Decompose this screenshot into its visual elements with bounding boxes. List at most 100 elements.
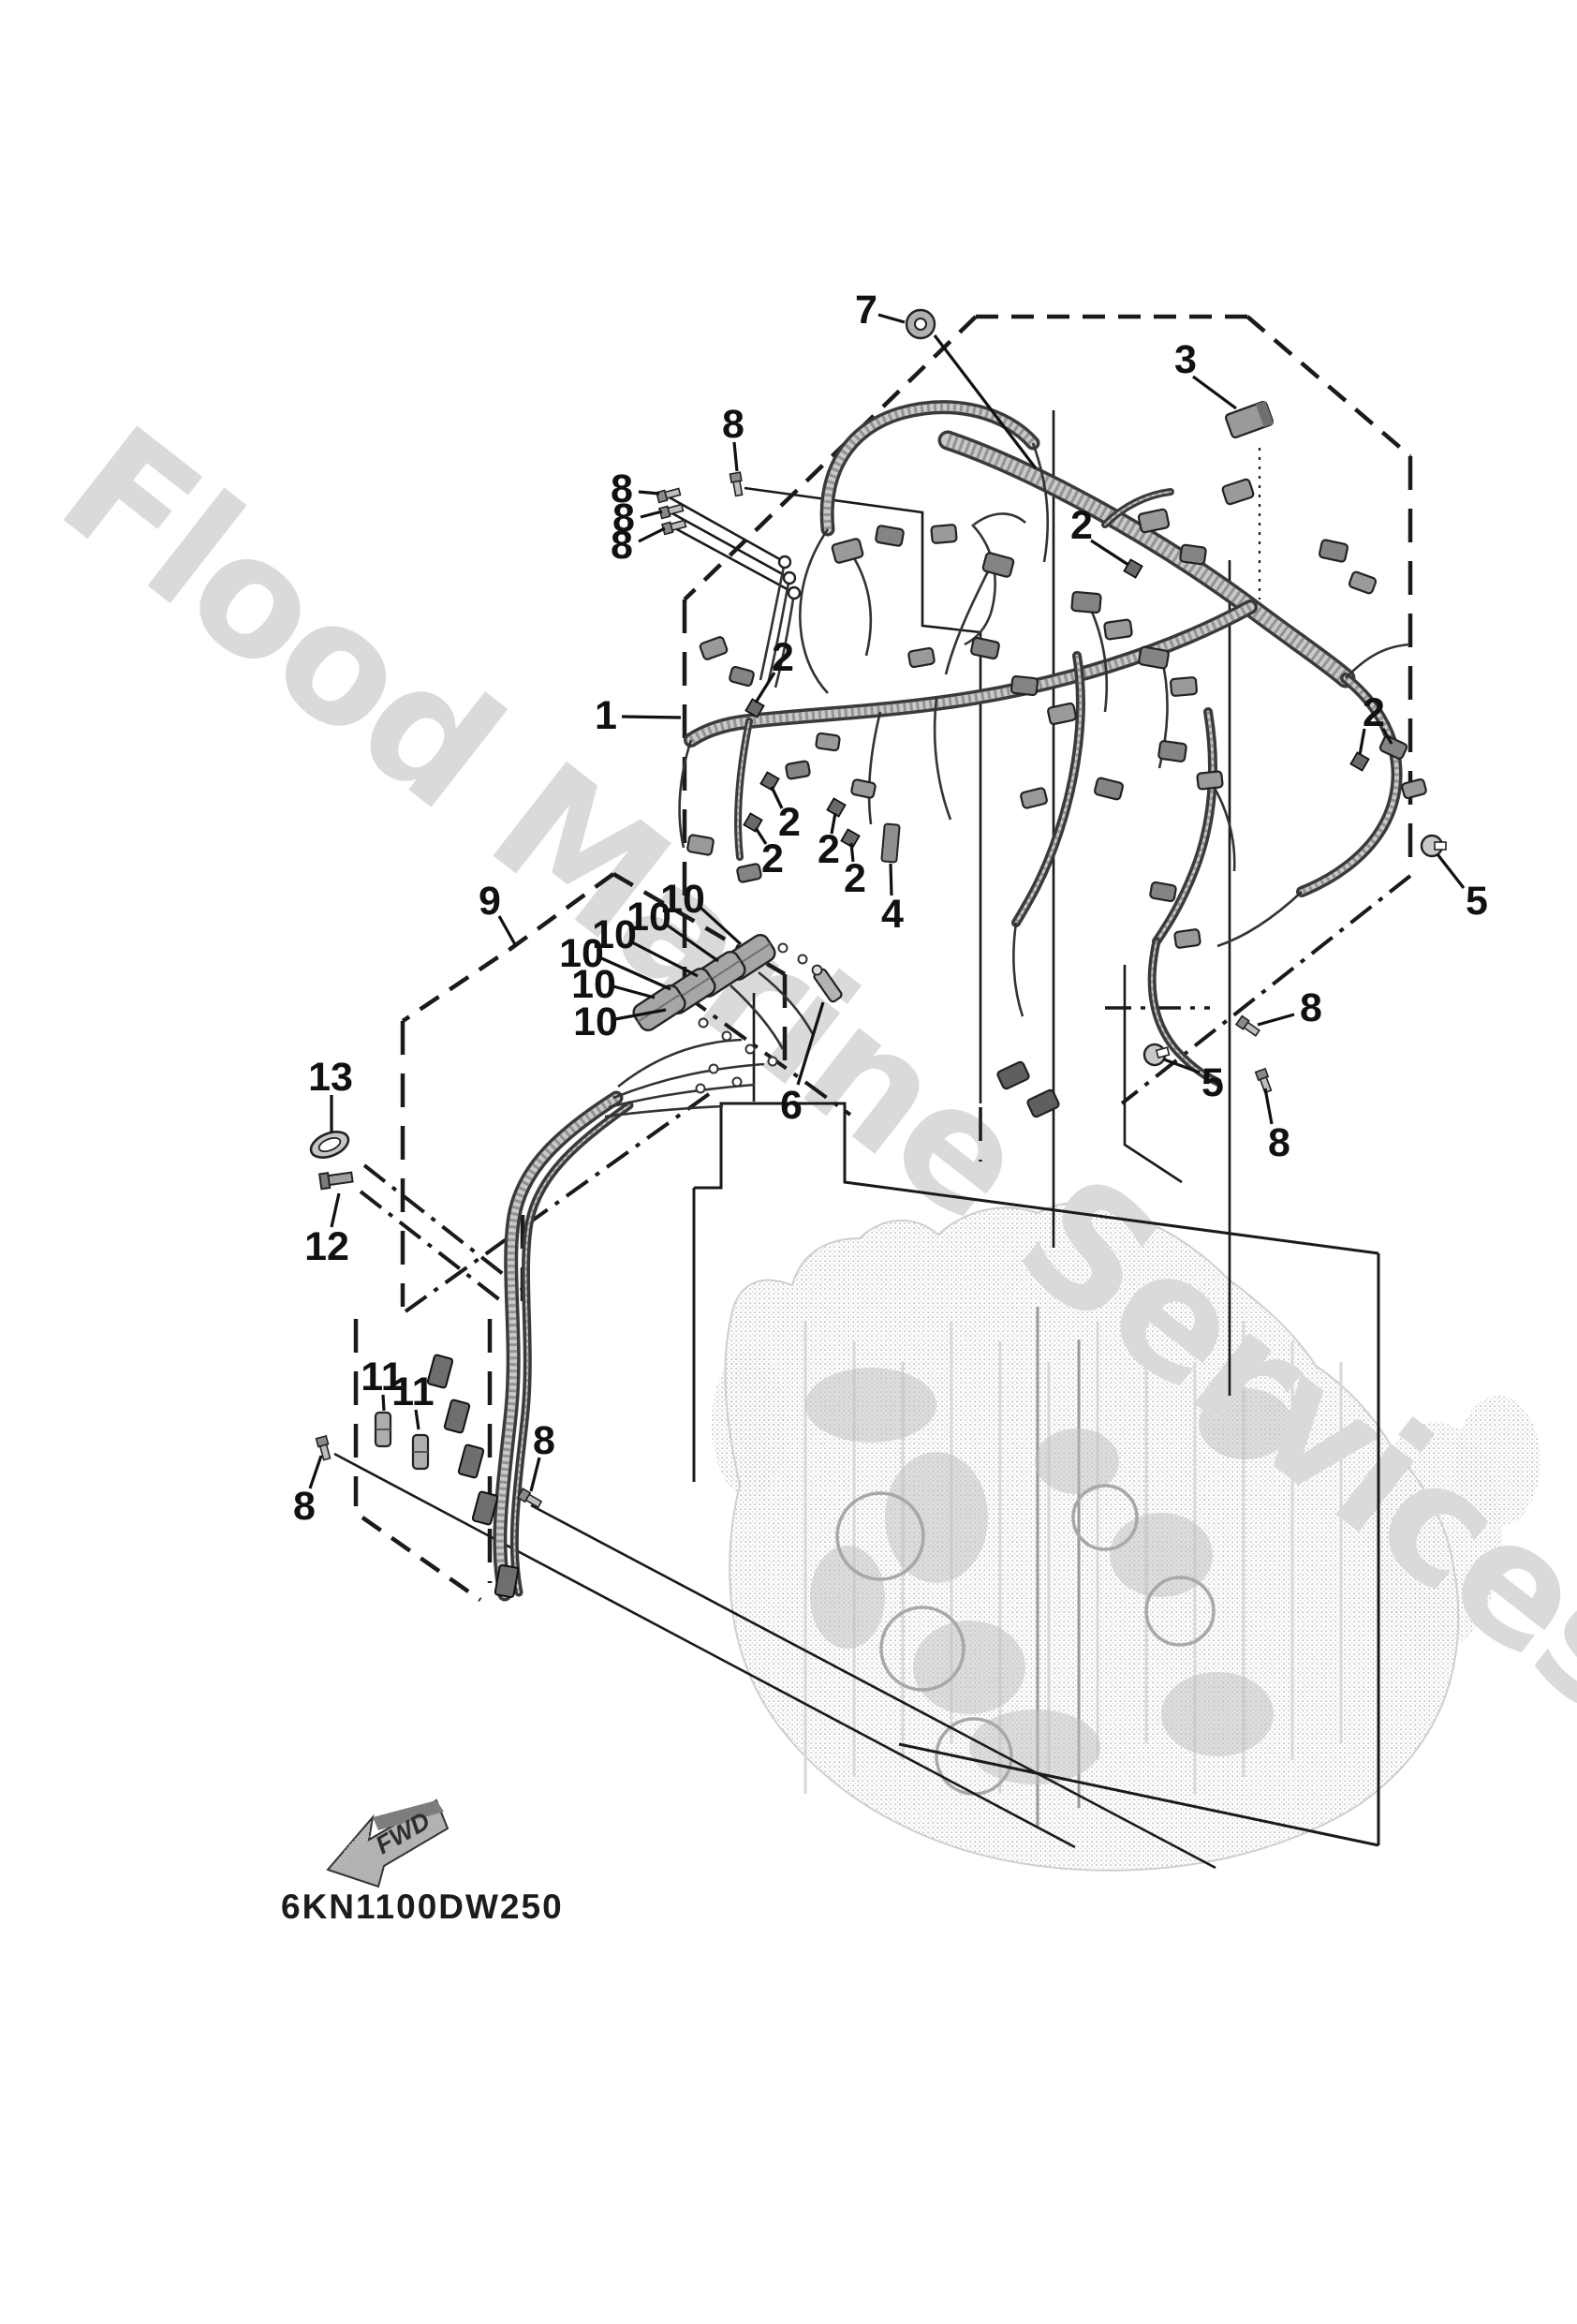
callout-leader bbox=[1263, 1088, 1274, 1125]
inline-connector bbox=[426, 1354, 454, 1389]
callout-label-1: 1 bbox=[595, 693, 617, 738]
construction-line-dashdot bbox=[404, 1092, 711, 1313]
callout-label-11: 11 bbox=[361, 1354, 403, 1399]
construction-line-solid bbox=[530, 1503, 1216, 1870]
inline-connector bbox=[443, 1399, 471, 1434]
callout-leader bbox=[640, 510, 663, 519]
ring-terminal bbox=[787, 585, 802, 600]
engine-shadow-patch bbox=[810, 1546, 885, 1649]
callout-label-2: 2 bbox=[1070, 503, 1093, 548]
callout-leader bbox=[612, 984, 656, 999]
callout-label-2: 2 bbox=[761, 836, 784, 881]
bolt-shaft bbox=[732, 480, 744, 497]
grommet-part bbox=[905, 308, 936, 340]
bolt-icon bbox=[729, 471, 744, 497]
bolt-icon bbox=[658, 503, 685, 520]
harness-trunk-ribbing bbox=[945, 434, 1350, 684]
callout-leader bbox=[1163, 1058, 1201, 1074]
connector-block bbox=[1348, 570, 1378, 595]
wire-clamp bbox=[759, 771, 780, 792]
harness-wire bbox=[846, 547, 873, 657]
harness-wire bbox=[1012, 922, 1024, 1017]
callout-leader bbox=[614, 1008, 667, 1021]
callout-leader bbox=[330, 1192, 341, 1228]
callout-leader bbox=[638, 490, 660, 496]
engine-side-mass bbox=[1456, 1396, 1540, 1527]
engine-silhouette bbox=[724, 1201, 1460, 1872]
callout-label-11: 11 bbox=[391, 1369, 434, 1414]
bolt-icon bbox=[516, 1488, 543, 1509]
construction-line-solid bbox=[670, 511, 790, 580]
engine-cylinder-ring bbox=[879, 1606, 965, 1692]
construction-line-dash bbox=[361, 1516, 482, 1602]
callout-leader bbox=[697, 904, 743, 946]
harness-wire bbox=[1216, 891, 1303, 948]
callout-label-4: 4 bbox=[881, 892, 904, 937]
bolt-icon bbox=[1254, 1067, 1273, 1094]
ring-terminal bbox=[777, 555, 792, 570]
fwd-arrow-body bbox=[326, 1799, 450, 1888]
connector-block bbox=[1026, 1088, 1060, 1118]
harness-wire bbox=[766, 577, 791, 685]
construction-line-dash bbox=[1245, 315, 1412, 458]
harness-trunk-core bbox=[737, 720, 750, 858]
connector-block bbox=[1401, 777, 1427, 800]
callout-label-3: 3 bbox=[1174, 337, 1197, 382]
fwd-arrow-head-texture bbox=[328, 1817, 373, 1870]
callout-label-2: 2 bbox=[772, 635, 794, 680]
callout-leader bbox=[1358, 728, 1366, 756]
bolt-shaft bbox=[1243, 1021, 1260, 1037]
inline-connector bbox=[457, 1443, 485, 1479]
callout-label-6: 6 bbox=[780, 1083, 803, 1128]
callout-label-8: 8 bbox=[1300, 985, 1322, 1030]
construction-lines bbox=[333, 314, 1413, 1870]
construction-line-solid bbox=[898, 1742, 1379, 1847]
ring13-part bbox=[309, 1131, 350, 1159]
wire-clamp bbox=[744, 698, 765, 718]
connector-block bbox=[907, 646, 936, 669]
bolt-icon bbox=[1234, 1014, 1260, 1037]
connector-block bbox=[1149, 881, 1177, 903]
callout-leader bbox=[529, 1457, 541, 1492]
wire-clamp bbox=[840, 828, 861, 849]
inline-connector bbox=[471, 1490, 499, 1526]
terminal-dot bbox=[695, 1083, 706, 1094]
inline-connector bbox=[494, 1563, 520, 1599]
joint-tip bbox=[811, 964, 823, 976]
bolt-shaft bbox=[667, 503, 685, 516]
fwd-arrow: FWD bbox=[326, 1799, 450, 1888]
harness-wire bbox=[1345, 643, 1410, 679]
connector-block bbox=[1179, 543, 1207, 566]
callout-label-10: 10 bbox=[571, 962, 616, 1007]
callout-leader bbox=[754, 827, 768, 845]
callout-label-8: 8 bbox=[1268, 1120, 1290, 1165]
conn3-part bbox=[1224, 400, 1275, 439]
callout-leader bbox=[621, 715, 682, 719]
clamp-ring-inner bbox=[317, 1136, 342, 1153]
callout-label-8: 8 bbox=[611, 466, 633, 511]
connector-block bbox=[815, 732, 841, 752]
harness-trunk-core bbox=[1014, 654, 1083, 925]
bolt12-head bbox=[317, 1172, 332, 1191]
callout-label-5: 5 bbox=[1466, 879, 1488, 924]
construction-line-dashdot bbox=[362, 1163, 526, 1293]
callout-label-8: 8 bbox=[722, 402, 744, 447]
harness-trunk-ribbing bbox=[1155, 711, 1215, 942]
terminal-dot bbox=[721, 1030, 732, 1042]
callout-label-13: 13 bbox=[308, 1055, 353, 1100]
callout-label-2: 2 bbox=[818, 827, 840, 872]
connector-block bbox=[785, 760, 811, 780]
harness-trunk-ribbing bbox=[1301, 676, 1400, 895]
harness-trunk-ribbing bbox=[1014, 655, 1083, 924]
connector-block bbox=[875, 525, 905, 547]
bolt-shaft bbox=[318, 1443, 332, 1461]
bolt12-shaft bbox=[326, 1171, 354, 1187]
callout-leader bbox=[1381, 728, 1393, 745]
callout-label-10: 10 bbox=[592, 912, 637, 957]
terminal-dot bbox=[708, 1063, 719, 1074]
harness-wire bbox=[678, 739, 693, 849]
connector-block bbox=[831, 538, 864, 564]
construction-line-dash bbox=[683, 315, 978, 601]
engine-shadow-patch bbox=[805, 1368, 936, 1443]
